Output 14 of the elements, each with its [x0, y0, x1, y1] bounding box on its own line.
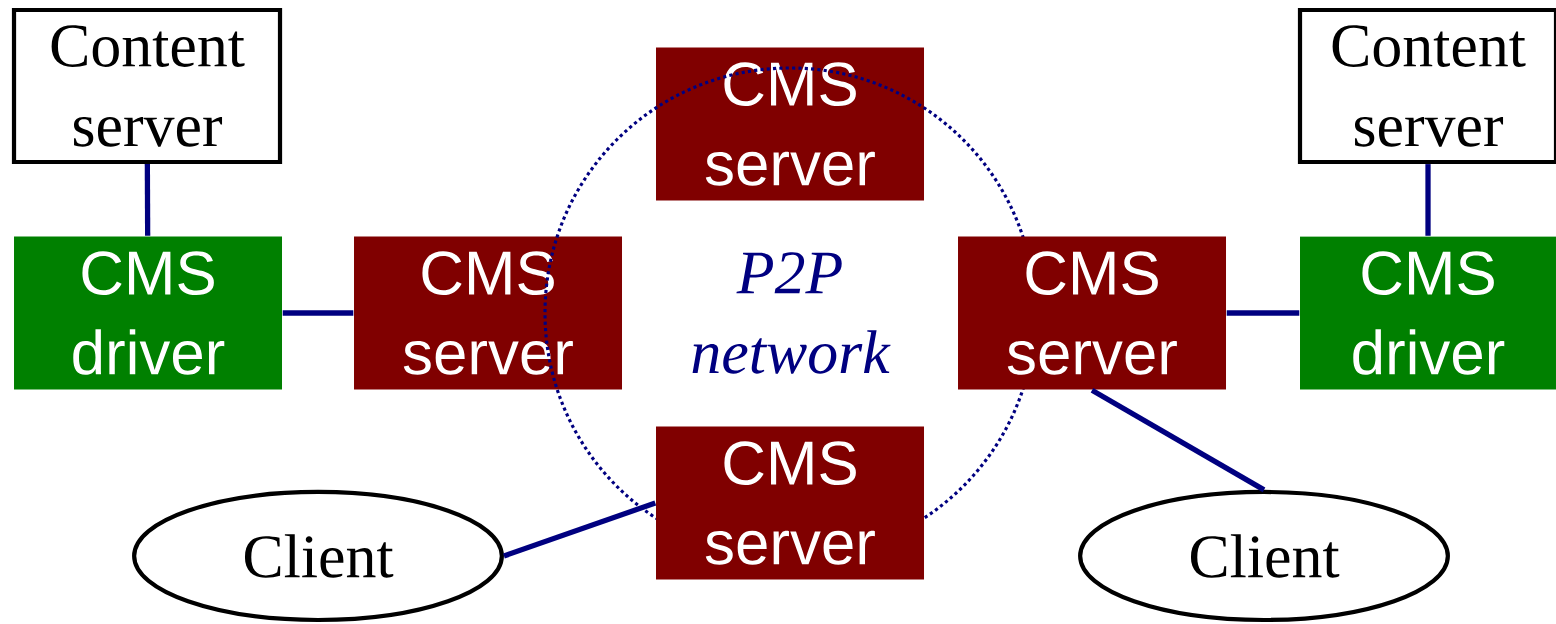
connector-line — [282, 310, 354, 316]
driver-box: CMS driver — [14, 236, 282, 390]
content-server-box: Content server — [1297, 7, 1556, 165]
connector-line — [1090, 387, 1266, 493]
server-box: CMS server — [656, 426, 924, 580]
server-box: CMS server — [958, 236, 1226, 390]
content-server-box: Content server — [11, 7, 283, 165]
connector-line — [503, 500, 657, 559]
server-box: CMS server — [354, 236, 622, 390]
driver-box: CMS driver — [1300, 236, 1556, 390]
connector-line — [1226, 310, 1300, 316]
connector-line — [1425, 164, 1431, 236]
connector-line — [144, 164, 151, 236]
server-box: CMS server — [656, 47, 924, 201]
